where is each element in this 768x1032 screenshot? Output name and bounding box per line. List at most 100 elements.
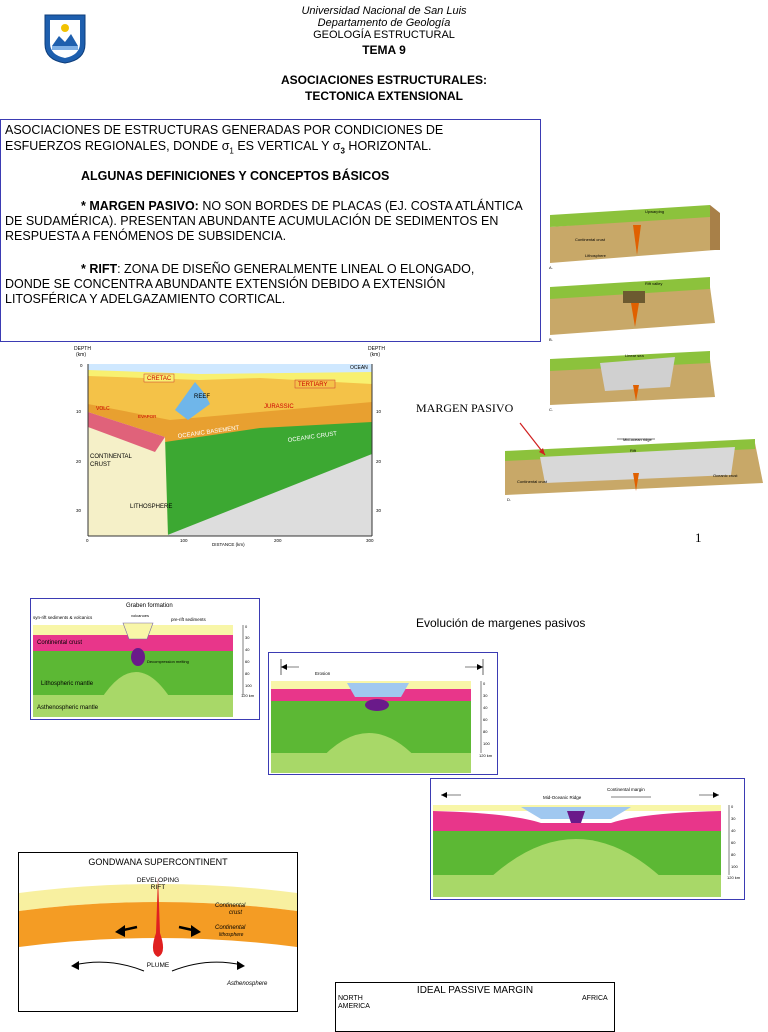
label-volc: VOLC: [96, 406, 110, 412]
letter-b: B.: [549, 337, 553, 342]
ideal-title: IDEAL PASSIVE MARGIN: [416, 985, 534, 996]
label-gondwana-rift: RIFT: [151, 884, 165, 891]
depth-left-label: DEPTH: [74, 346, 91, 352]
label-asth-mantle: Asthenospheric mantle: [37, 705, 99, 711]
label-decompression: Decompression melting: [147, 659, 189, 664]
depth-tick-30: 30: [245, 635, 250, 640]
label-linear-sea: Linear sea: [625, 353, 644, 358]
label-continental-crust-a: Continental crust: [575, 237, 606, 242]
label-continental-lith-g1: Continental: [215, 925, 246, 931]
y-tick-10: 10: [76, 409, 82, 414]
depth-tick-0: 0: [245, 624, 248, 629]
label-rift-d: Rift: [630, 448, 637, 453]
depth-left-unit: (km): [76, 352, 86, 358]
label-ocean: OCEAN: [350, 365, 368, 371]
x-tick-100: 100: [180, 538, 188, 543]
margen-pasivo-label: MARGEN PASIVO: [416, 401, 514, 415]
label-mid-ocean-ridge: Mid-ocean ridge: [623, 437, 652, 442]
header-university: Universidad Nacional de San Luis: [301, 5, 467, 17]
depth-tick3-100: 100: [731, 864, 738, 869]
label-rift-valley: Rift valley: [645, 281, 662, 286]
label-volcanoes: volcanoes: [131, 613, 149, 618]
x-tick-300: 300: [366, 538, 374, 543]
y-tick-30: 30: [76, 508, 82, 513]
passive-margin-section: DEPTH (km) DEPTH (km) OCEAN CRETAC TERTI…: [60, 342, 400, 550]
label-evapor: EVAPOR: [138, 414, 157, 419]
ideal-africa: AFRICA: [582, 995, 608, 1002]
label-asthenosphere: Asthenosphere: [226, 981, 268, 987]
rift-line3: LITOSFÉRICA Y ADELGAZAMIENTO CORTICAL.: [5, 292, 286, 306]
depth-tick-120: 120 km: [241, 693, 255, 698]
label-continental-lith-g2: lithosphere: [219, 932, 244, 938]
label-graben-formation: Graben formation: [126, 603, 173, 609]
ideal-north: NORTH: [338, 995, 363, 1002]
label-erosion: Erosion: [315, 671, 331, 676]
university-logo: [44, 14, 86, 64]
letter-a: A.: [549, 265, 553, 270]
rift-line2: DONDE SE CONCENTRA ABUNDANTE EXTENSIÓN D…: [5, 277, 446, 291]
depth-tick3-120: 120 km: [727, 875, 741, 880]
label-continental-crust-g1: Continental: [215, 903, 246, 909]
label-reef: REEF: [194, 394, 210, 400]
title-line2: TECTONICA EXTENSIONAL: [304, 89, 463, 103]
intro-line1: ASOCIACIONES DE ESTRUCTURAS GENERADAS PO…: [5, 123, 444, 137]
depth-tick2-30: 30: [483, 693, 488, 698]
evolucion-title: Evolución de margenes pasivos: [416, 616, 586, 630]
margen-pasivo-line3: RESPUESTA A FENÓMENOS DE SUBSIDENCIA.: [5, 229, 287, 243]
label-jurassic: JURASSIC: [264, 404, 294, 410]
depth-right-unit: (km): [370, 352, 380, 358]
margen-pasivo-line2: DE SUDAMÉRICA). PRESENTAN ABUNDANTE ACUM…: [5, 214, 499, 228]
label-continental-crust-d: Continental crust: [517, 479, 548, 484]
label-synrift: syn-rift sediments & volcanics: [33, 615, 93, 620]
label-plume: PLUME: [147, 962, 170, 969]
rift-line1: * RIFT: ZONA DE DISEÑO GENERALMENTE LINE…: [81, 262, 475, 276]
y-tick-right-20: 20: [376, 459, 382, 464]
y-tick-right-30: 30: [376, 508, 382, 513]
erosion-stage-figure: Erosion 0 30 40 60 80 100 120 km: [268, 652, 498, 775]
margen-pasivo-line1: * MARGEN PASIVO: NO SON BORDES DE PLACAS…: [81, 199, 523, 213]
depth-tick3-30: 30: [731, 816, 736, 821]
y-tick-right-10: 10: [376, 409, 382, 414]
label-developing: DEVELOPING: [137, 877, 179, 884]
page-number: 1: [695, 530, 702, 545]
depth-tick3-0: 0: [731, 804, 734, 809]
header-department: Departamento de Geología: [317, 17, 451, 29]
label-distance: DISTANCE (km): [212, 542, 245, 547]
mid-ocean-ridge-figure: Mid-Oceanic Ridge Continental margin 0 3…: [430, 778, 745, 900]
label-lithosphere: LITHOSPHERE: [130, 504, 172, 510]
depth-tick2-120: 120 km: [479, 753, 493, 758]
depth-right-label: DEPTH: [368, 346, 385, 352]
depth-tick2-100: 100: [483, 741, 490, 746]
depth-tick2-0: 0: [483, 681, 486, 686]
label-tertiary: TERTIARY: [298, 382, 327, 388]
label-oceanic-crust-d: Oceanic crust: [713, 473, 738, 478]
ideal-america: AMERICA: [338, 1003, 370, 1010]
depth-tick-100: 100: [245, 683, 252, 688]
label-prerift: pre-rift sediments: [171, 617, 207, 622]
x-tick-200: 200: [274, 538, 282, 543]
label-continental: CONTINENTAL: [90, 454, 133, 460]
label-cretac: CRETAC: [147, 376, 172, 382]
label-lith-mantle: Lithospheric mantle: [41, 681, 94, 687]
graben-formation-figure: Graben formation syn-rift sediments & vo…: [30, 598, 260, 720]
x-tick-0: 0: [86, 538, 89, 543]
header-tema: TEMA 9: [362, 43, 406, 57]
depth-tick2-40: 40: [483, 705, 488, 710]
depth-tick3-40: 40: [731, 828, 736, 833]
definitions-box: [0, 119, 541, 342]
depth-tick-60: 60: [245, 659, 250, 664]
label-upwarping: Upwarping: [645, 209, 664, 214]
gondwana-title: GONDWANA SUPERCONTINENT: [88, 857, 228, 867]
label-mid-oceanic-ridge: Mid-Oceanic Ridge: [543, 795, 582, 800]
letter-d: D.: [507, 497, 511, 502]
depth-tick2-80: 80: [483, 729, 488, 734]
label-continental-crust-evo: Continental crust: [37, 640, 82, 646]
y-tick-0: 0: [80, 363, 83, 368]
depth-tick-80: 80: [245, 671, 250, 676]
depth-tick-40: 40: [245, 647, 250, 652]
label-crust: CRUST: [90, 462, 111, 468]
gondwana-figure: GONDWANA SUPERCONTINENT DEVELOPING RIFT …: [18, 852, 298, 1012]
definitions-heading: ALGUNAS DEFINICIONES Y CONCEPTOS BÁSICOS: [81, 169, 390, 183]
depth-tick3-80: 80: [731, 852, 736, 857]
y-tick-20: 20: [76, 459, 82, 464]
